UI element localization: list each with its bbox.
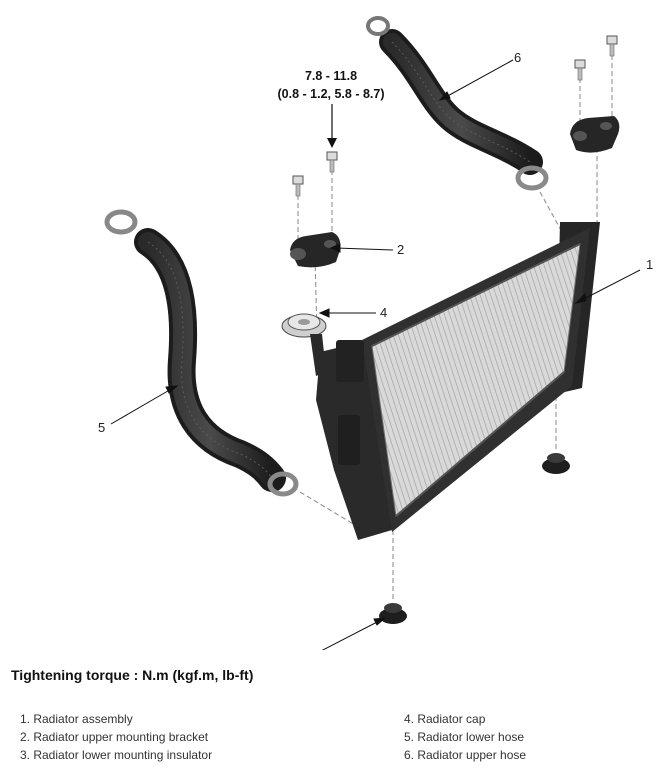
lower-mounting-insulator (542, 453, 570, 474)
torque-arrow (327, 104, 337, 148)
legend-item: 4. Radiator cap (404, 712, 486, 726)
upper-mounting-bracket-right (570, 116, 620, 153)
torque-value-kgfm-lbft: (0.8 - 1.2, 5.8 - 8.7) (278, 87, 385, 101)
torque-value-nm: 7.8 - 11.8 (305, 69, 357, 83)
hose-clamp-icon (104, 209, 138, 235)
bolt-icon (326, 151, 338, 173)
legend-item: 2. Radiator upper mounting bracket (20, 730, 209, 744)
lower-mounting-insulator (379, 603, 407, 624)
hose-clamp-icon (366, 16, 390, 36)
legend-item: 5. Radiator lower hose (404, 730, 525, 744)
upper-mounting-bracket-left (290, 232, 341, 268)
callout-1: 1 (646, 257, 653, 272)
callout-4: 4 (380, 305, 387, 320)
hose-clamp-icon (515, 165, 549, 191)
radiator-upper-hose (379, 29, 543, 175)
assembly-guide-lines (297, 55, 613, 600)
radiator-lower-hose (134, 228, 286, 492)
bolt-icon (606, 35, 618, 57)
bolt-icon (292, 175, 304, 197)
callout-leader-lines (110, 59, 641, 650)
radiator-assembly (316, 222, 600, 540)
legend-item: 3. Radiator lower mounting insulator (20, 748, 213, 762)
callout-5: 5 (98, 420, 105, 435)
legend-item: 1. Radiator assembly (20, 712, 133, 726)
hose-clamp-icon (267, 471, 299, 497)
torque-heading: Tightening torque : N.m (kgf.m, lb-ft) (11, 667, 254, 683)
radiator-exploded-diagram: 7.8 - 11.8 (0.8 - 1.2, 5.8 - 8.7) 1 2 3 … (98, 16, 653, 650)
legend-right-column: 4. Radiator cap 5. Radiator lower hose 6… (404, 710, 526, 764)
callout-2: 2 (397, 242, 404, 257)
callout-6: 6 (514, 50, 521, 65)
radiator-cap (281, 313, 327, 376)
legend-item: 6. Radiator upper hose (404, 748, 527, 762)
legend-left-column: 1. Radiator assembly 2. Radiator upper m… (20, 710, 212, 764)
bolt-icon (574, 59, 586, 81)
